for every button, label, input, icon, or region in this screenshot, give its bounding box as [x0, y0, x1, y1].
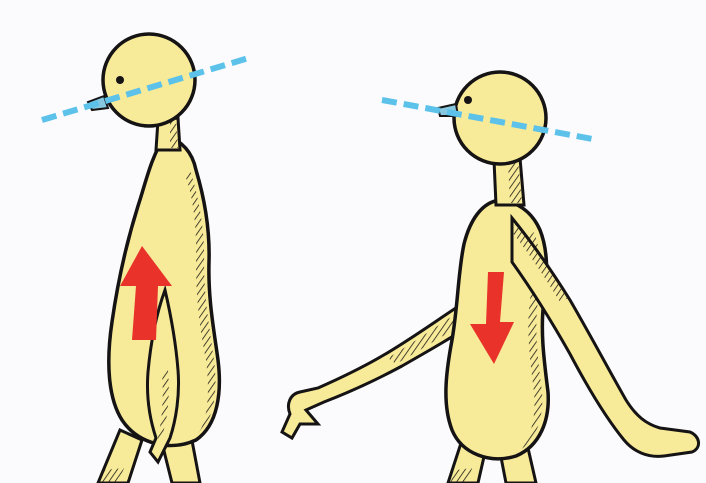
figure-leaning: [282, 72, 699, 483]
left-figure-eye: [116, 76, 124, 84]
figure-upright: [42, 34, 252, 483]
right-figure-head: [454, 72, 546, 164]
right-figure-eye: [464, 96, 472, 104]
